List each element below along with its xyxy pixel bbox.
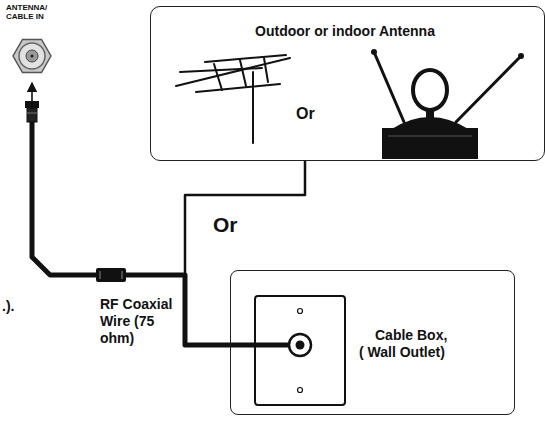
antenna-element [264,58,268,82]
antenna-mast [252,72,254,143]
ferrite-edge [100,271,101,279]
outlet-jack-center [296,341,305,350]
jack-label: ANTENNA/ CABLE IN [6,4,58,22]
input-jack: ANTENNA/ CABLE IN [6,4,58,82]
rod-knob [371,49,377,55]
or-label: Or [213,212,247,237]
or-label: Or [296,104,326,123]
cable-box: Cable Box, ( Wall Outlet) [230,270,515,415]
rabbit-ears-antenna [371,49,524,159]
antenna-element [196,84,280,92]
plug-gap [25,92,39,101]
base-edge [388,136,472,137]
wire-label: RF Coaxial Wire (75 ohm) [100,296,178,346]
antenna-rod [374,52,404,122]
antenna-box: Outdoor or indoor Antenna [150,6,545,161]
input-jack-symbol [13,40,51,73]
box-label: Cable Box, ( Wall Outlet) [359,327,453,361]
box-title: Outdoor or indoor Antenna [151,23,539,40]
jack-pin [30,54,33,57]
jack-nut [13,40,51,73]
wall-outlet [230,296,345,405]
ferrite-bead [96,268,126,282]
antenna-element [180,68,262,72]
antenna-element [214,64,222,90]
coax-wire [230,343,290,348]
plug-pin [31,91,33,102]
plate-screw [298,388,303,393]
antenna-base [382,128,478,159]
ferrite-edge [122,271,123,279]
antenna-rod [456,56,521,122]
plug-body [27,108,37,122]
antenna-loop [413,70,447,110]
wall-plate [255,296,345,405]
antenna-element [205,55,286,62]
rod-knob [518,53,524,59]
plate-screw [298,309,303,314]
antenna-wire [32,92,305,275]
yagi-antenna [176,55,290,143]
antenna-element [240,60,246,86]
jack-ring [19,43,45,69]
text-fragment: .). [2,298,26,315]
jack-insulator [26,50,38,62]
plug-nut [25,101,39,108]
plug-ridge [27,113,37,114]
antenna-boom [176,58,290,86]
outlet-jack [289,334,311,356]
